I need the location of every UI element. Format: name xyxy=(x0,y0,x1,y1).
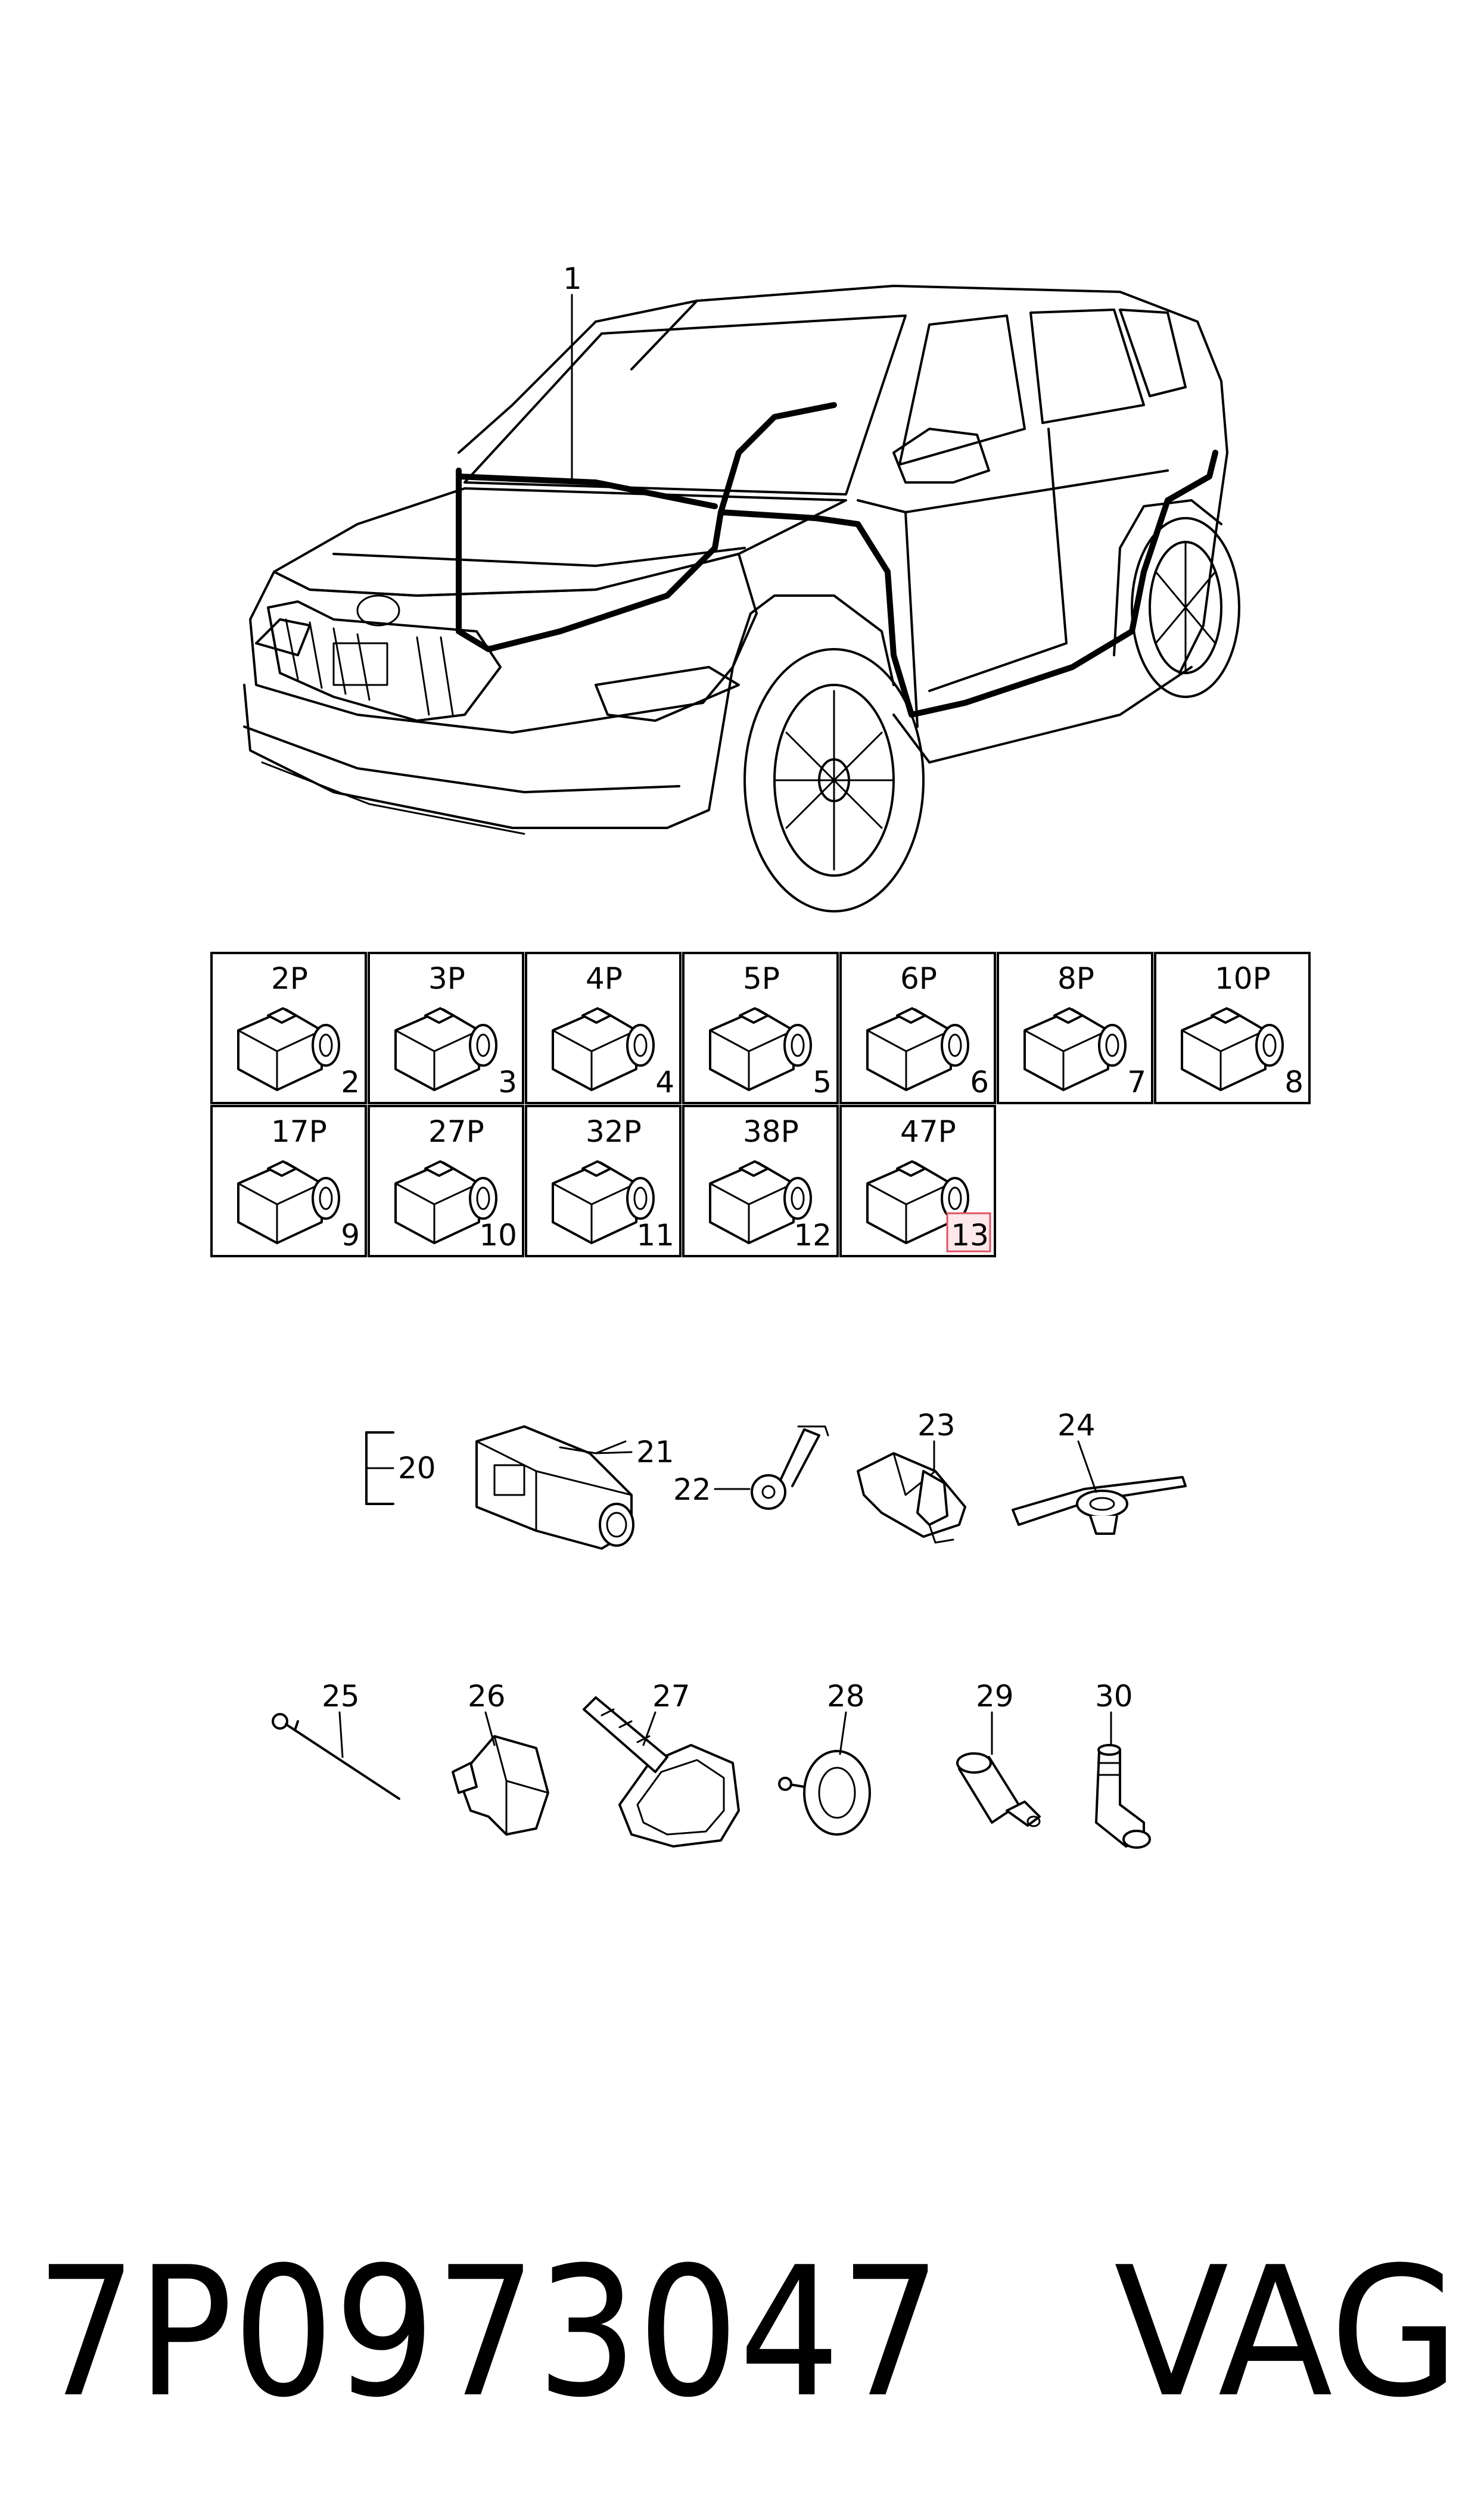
connector-pin-count: 27P xyxy=(428,1114,484,1149)
connector-icon xyxy=(237,1007,340,1091)
callout-22: 22 xyxy=(673,1472,711,1507)
connector-icon xyxy=(552,1160,655,1244)
connector-callout-number: 4 xyxy=(655,1065,674,1099)
callout-30: 30 xyxy=(1095,1679,1133,1714)
callout-25: 25 xyxy=(322,1679,360,1714)
callout-23: 23 xyxy=(917,1408,956,1443)
connector-cell: 6P 6 xyxy=(839,952,996,1104)
connector-pin-count: 8P xyxy=(1057,961,1094,996)
connector-icon xyxy=(237,1160,340,1244)
callout-24: 24 xyxy=(1057,1408,1096,1443)
callout-26: 26 xyxy=(468,1679,506,1714)
connector-pin-count: 2P xyxy=(271,961,308,996)
connector-callout-number: 7 xyxy=(1127,1065,1146,1099)
highlight-box xyxy=(946,1212,991,1253)
connector-pin-count: 5P xyxy=(743,961,780,996)
callout-29: 29 xyxy=(976,1679,1014,1714)
callout-27: 27 xyxy=(652,1679,690,1714)
connector-cell: 3P 3 xyxy=(368,952,524,1104)
connector-callout-number: 3 xyxy=(498,1065,517,1099)
parts-row-2: 25 26 27 28 xyxy=(272,1679,1151,1849)
connector-cell: 47P 13 xyxy=(839,1105,996,1257)
connector-pin-count: 4P xyxy=(586,961,623,996)
connector-cell: 8P 7 xyxy=(997,952,1153,1104)
angle-fitting-part xyxy=(1095,1744,1151,1849)
connector-callout-number: 5 xyxy=(813,1065,832,1099)
connector-icon xyxy=(709,1007,812,1091)
connector-grid: 2P 2 3P 3 4P 4 5P 5 6P 6 8P 7 10P 8 17P 9 27P 10 32P 11 38P 1… xyxy=(210,952,1311,1257)
connector-icon xyxy=(552,1007,655,1091)
connector-cell: 10P 8 xyxy=(1154,952,1311,1104)
callout-20: 20 xyxy=(398,1451,436,1485)
connector-callout-number: 11 xyxy=(636,1218,674,1253)
connector-cell: 2P 2 xyxy=(210,952,367,1104)
connector-icon xyxy=(394,1160,497,1244)
round-grommet-part xyxy=(778,1750,871,1836)
connector-icon xyxy=(1181,1007,1284,1091)
car-illustration: 1 xyxy=(243,261,1240,912)
connector-pin-count: 10P xyxy=(1215,961,1271,996)
callout-28: 28 xyxy=(827,1679,865,1714)
connector-pin-count: 6P xyxy=(900,961,937,996)
holder-part xyxy=(452,1735,549,1836)
connector-callout-number: 6 xyxy=(970,1065,989,1099)
clip-part xyxy=(857,1452,966,1544)
grommet-part xyxy=(583,1696,740,1848)
connector-callout-number: 9 xyxy=(341,1218,360,1253)
connector-pin-count: 17P xyxy=(271,1114,327,1149)
connector-cell: 38P 12 xyxy=(682,1105,839,1257)
connector-callout-number: 8 xyxy=(1284,1065,1303,1099)
brand-name: VAG xyxy=(1114,2229,1460,2437)
connector-callout-number: 12 xyxy=(794,1218,832,1253)
connector-callout-number: 10 xyxy=(479,1218,517,1253)
connector-cell: 27P 10 xyxy=(368,1105,524,1257)
cable-tie-part xyxy=(1012,1476,1187,1535)
ring-terminal-part xyxy=(751,1425,829,1510)
connector-cell: 17P 9 xyxy=(210,1105,367,1257)
connector-icon xyxy=(394,1007,497,1091)
callout-harness: 1 xyxy=(563,261,582,296)
connector-cell: 4P 4 xyxy=(525,952,682,1104)
part-number: 7P0973047 xyxy=(36,2229,941,2437)
connector-cell: 32P 11 xyxy=(525,1105,682,1257)
sleeve-part xyxy=(956,1752,1041,1827)
pin-part xyxy=(272,1713,400,1800)
parts-row-1: 20 21 22 23 xyxy=(365,1408,1187,1550)
connector-pin-count: 47P xyxy=(900,1114,956,1149)
connector-pin-count: 38P xyxy=(743,1114,799,1149)
connector-callout-number: 2 xyxy=(341,1065,360,1099)
connector-housing-part xyxy=(475,1425,634,1550)
connector-icon xyxy=(709,1160,812,1244)
connector-pin-count: 3P xyxy=(428,961,465,996)
connector-cell: 5P 5 xyxy=(682,952,839,1104)
callout-21: 21 xyxy=(636,1435,674,1469)
connector-callout-number: 13 xyxy=(951,1218,989,1253)
connector-pin-count: 32P xyxy=(586,1114,642,1149)
connector-icon xyxy=(866,1007,969,1091)
connector-icon xyxy=(1023,1007,1127,1091)
